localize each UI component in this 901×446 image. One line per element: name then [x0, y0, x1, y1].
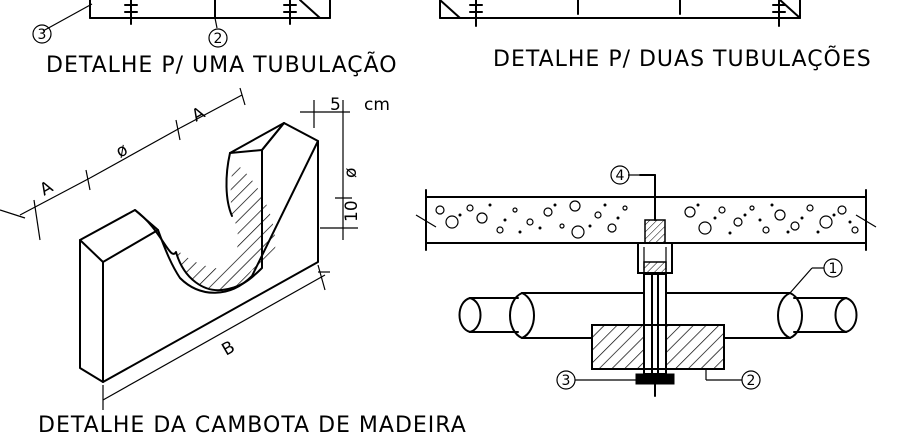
svg-text:4: 4: [616, 168, 625, 184]
section-view: 4 1 3 2: [415, 165, 877, 397]
callout-4: 4: [610, 165, 630, 185]
aggregate-dots: [458, 203, 852, 235]
anchor-insert: [639, 174, 666, 244]
hanger-rod: [635, 242, 675, 397]
svg-text:cm: cm: [364, 95, 390, 115]
bolt-right: [772, 0, 786, 27]
saddle-isometric: A ø A ø 10 5 cm B: [0, 87, 390, 410]
svg-text:3: 3: [562, 373, 571, 389]
svg-text:1: 1: [829, 261, 838, 277]
detail-one-pipe: 3 2 DETALHE P/ UMA TUBULAÇÃO: [32, 0, 398, 78]
callout-2-top: 2: [208, 28, 228, 48]
callout-3: 3: [556, 370, 576, 390]
svg-text:B: B: [219, 337, 239, 360]
wooden-block: [591, 324, 725, 370]
callout-1: 1: [823, 258, 843, 278]
svg-text:2: 2: [747, 373, 756, 389]
pipes: [458, 292, 858, 339]
callout-3-top: 3: [32, 24, 52, 44]
svg-text:ø: ø: [341, 168, 361, 178]
svg-text:10: 10: [342, 200, 362, 222]
title-one-pipe: DETALHE P/ UMA TUBULAÇÃO: [46, 51, 398, 78]
title-two-pipes: DETALHE P/ DUAS TUBULAÇÕES: [493, 45, 872, 72]
svg-text:ø: ø: [113, 140, 132, 163]
svg-text:5: 5: [330, 95, 341, 115]
bolt-left: [469, 0, 483, 27]
svg-text:3: 3: [38, 27, 47, 43]
svg-text:2: 2: [214, 31, 223, 47]
detail-two-pipes: DETALHE P/ DUAS TUBULAÇÕES: [439, 0, 872, 72]
callout-2: 2: [741, 370, 761, 390]
aggregate-pattern: [435, 200, 859, 239]
bolt-left: [124, 0, 138, 25]
title-saddle: DETALHE DA CAMBOTA DE MADEIRA: [38, 413, 467, 438]
bolt-right: [283, 0, 297, 25]
